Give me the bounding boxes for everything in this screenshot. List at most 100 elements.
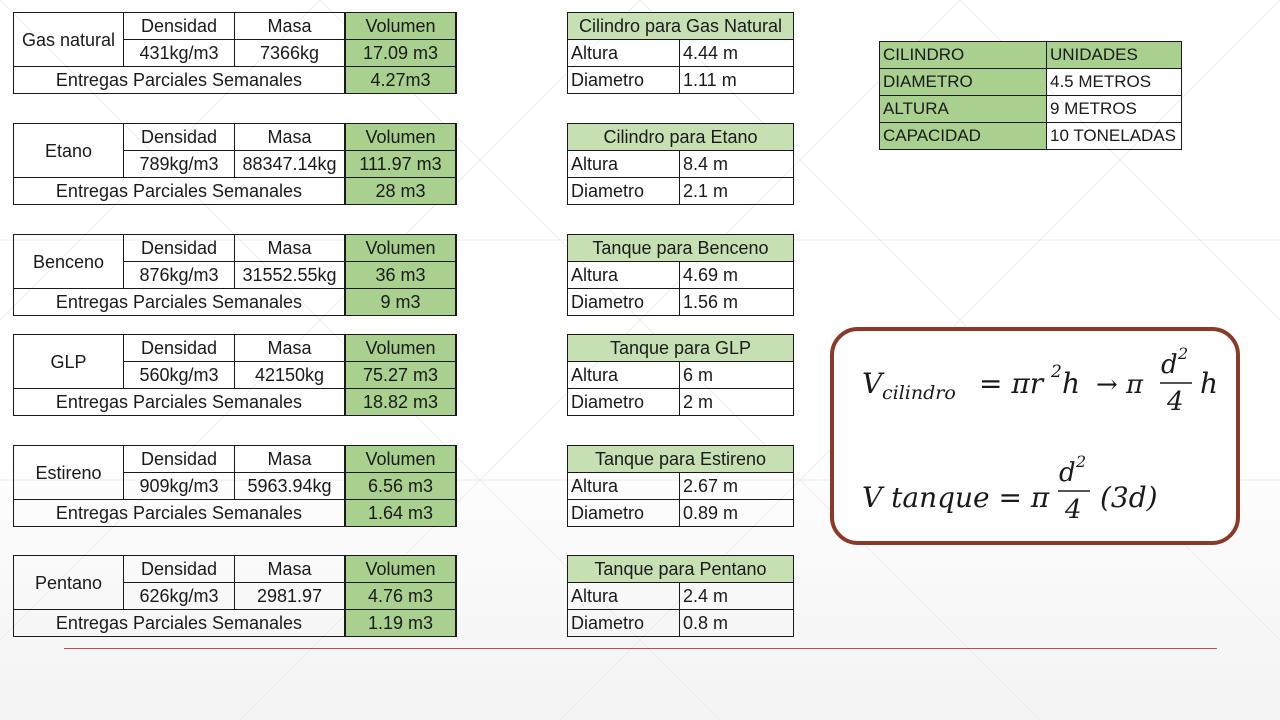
tank-title: Cilindro para Etano <box>567 123 794 151</box>
value-masa: 42150kg <box>234 361 346 389</box>
value-diametro: 1.56 m <box>679 288 794 316</box>
substance-table-3: GLP Densidad Masa Volumen 560kg/m3 42150… <box>13 334 457 416</box>
label-diametro: Diametro <box>567 288 680 316</box>
formula2-tail: (3d) <box>1100 481 1158 514</box>
header-densidad: Densidad <box>123 334 235 362</box>
substance-name: GLP <box>13 334 124 389</box>
substance-name: Etano <box>13 123 124 178</box>
label-altura: Altura <box>567 150 680 178</box>
tank-table-1: Cilindro para Etano Altura 8.4 m Diametr… <box>567 123 794 205</box>
value-volumen: 6.56 m3 <box>344 472 457 500</box>
label-entregas: Entregas Parciales Semanales <box>13 388 346 416</box>
value-volumen: 111.97 m3 <box>344 150 457 178</box>
value-densidad: 431kg/m3 <box>123 39 235 67</box>
header-volumen: Volumen <box>344 445 457 473</box>
formula1-numerator-square: 2 <box>1177 344 1188 363</box>
label-altura: Altura <box>567 261 680 289</box>
label-altura: Altura <box>567 39 680 67</box>
formula1-equals: = πr <box>979 367 1045 400</box>
formula1-arrow: → π <box>1096 370 1144 400</box>
tank-table-0: Cilindro para Gas Natural Altura 4.44 m … <box>567 12 794 94</box>
substance-table-4: Estireno Densidad Masa Volumen 909kg/m3 … <box>13 445 457 527</box>
label-entregas: Entregas Parciales Semanales <box>13 177 346 205</box>
value-densidad: 789kg/m3 <box>123 150 235 178</box>
header-volumen: Volumen <box>344 334 457 362</box>
units-row-key: ALTURA <box>879 95 1047 123</box>
substance-table-1: Etano Densidad Masa Volumen 789kg/m3 883… <box>13 123 457 205</box>
formula2-lhs: V tanque = π <box>862 481 1050 514</box>
header-volumen: Volumen <box>344 123 457 151</box>
label-altura: Altura <box>567 472 680 500</box>
label-diametro: Diametro <box>567 499 680 527</box>
header-masa: Masa <box>234 555 346 583</box>
value-entregas: 28 m3 <box>344 177 457 205</box>
value-entregas: 18.82 m3 <box>344 388 457 416</box>
formula1-tail: h <box>1200 367 1218 400</box>
value-densidad: 876kg/m3 <box>123 261 235 289</box>
formula1-denominator: 4 <box>1166 387 1184 417</box>
substance-table-5: Pentano Densidad Masa Volumen 626kg/m3 2… <box>13 555 457 637</box>
header-masa: Masa <box>234 334 346 362</box>
header-masa: Masa <box>234 12 346 40</box>
tank-title: Tanque para Estireno <box>567 445 794 473</box>
value-entregas: 9 m3 <box>344 288 457 316</box>
formula2-denominator: 4 <box>1064 495 1082 525</box>
label-diametro: Diametro <box>567 177 680 205</box>
units-row-key: DIAMETRO <box>879 68 1047 96</box>
header-volumen: Volumen <box>344 12 457 40</box>
label-diametro: Diametro <box>567 66 680 94</box>
header-masa: Masa <box>234 234 346 262</box>
tank-table-5: Tanque para Pentano Altura 2.4 m Diametr… <box>567 555 794 637</box>
substance-name: Pentano <box>13 555 124 610</box>
label-altura: Altura <box>567 582 680 610</box>
substance-table-2: Benceno Densidad Masa Volumen 876kg/m3 3… <box>13 234 457 316</box>
units-row-key: CAPACIDAD <box>879 122 1047 150</box>
tank-table-2: Tanque para Benceno Altura 4.69 m Diamet… <box>567 234 794 316</box>
formula2-numerator: d <box>1059 458 1076 488</box>
value-altura: 4.69 m <box>679 261 794 289</box>
units-row-value: 10 TONELADAS <box>1046 122 1182 150</box>
units-header-key: CILINDRO <box>879 41 1047 69</box>
tank-title: Cilindro para Gas Natural <box>567 12 794 40</box>
substance-name: Benceno <box>13 234 124 289</box>
value-volumen: 4.76 m3 <box>344 582 457 610</box>
substance-name: Estireno <box>13 445 124 500</box>
value-entregas: 4.27m3 <box>344 66 457 94</box>
value-diametro: 0.8 m <box>679 609 794 637</box>
value-diametro: 1.11 m <box>679 66 794 94</box>
label-diametro: Diametro <box>567 609 680 637</box>
value-densidad: 560kg/m3 <box>123 361 235 389</box>
formula1-h: h <box>1062 367 1080 400</box>
label-entregas: Entregas Parciales Semanales <box>13 288 346 316</box>
units-row-value: 4.5 METROS <box>1046 68 1182 96</box>
header-masa: Masa <box>234 445 346 473</box>
substance-name: Gas natural <box>13 12 124 67</box>
value-altura: 4.44 m <box>679 39 794 67</box>
value-masa: 88347.14kg <box>234 150 346 178</box>
footer-rule <box>64 648 1217 649</box>
header-densidad: Densidad <box>123 12 235 40</box>
formula1-numerator: d <box>1161 350 1178 380</box>
formula1-square: 2 <box>1050 362 1062 382</box>
tank-table-4: Tanque para Estireno Altura 2.67 m Diame… <box>567 445 794 527</box>
units-row-value: 9 METROS <box>1046 95 1182 123</box>
label-diametro: Diametro <box>567 388 680 416</box>
tank-table-3: Tanque para GLP Altura 6 m Diametro 2 m <box>567 334 794 416</box>
value-entregas: 1.19 m3 <box>344 609 457 637</box>
value-altura: 8.4 m <box>679 150 794 178</box>
value-altura: 2.4 m <box>679 582 794 610</box>
value-densidad: 626kg/m3 <box>123 582 235 610</box>
formula1-v: V <box>862 367 885 400</box>
label-entregas: Entregas Parciales Semanales <box>13 66 346 94</box>
header-masa: Masa <box>234 123 346 151</box>
units-header-value: UNIDADES <box>1046 41 1182 69</box>
value-masa: 31552.55kg <box>234 261 346 289</box>
label-entregas: Entregas Parciales Semanales <box>13 499 346 527</box>
cylinder-units-table: CILINDRO UNIDADES DIAMETRO 4.5 METROS AL… <box>879 41 1182 150</box>
value-altura: 6 m <box>679 361 794 389</box>
value-diametro: 2.1 m <box>679 177 794 205</box>
value-masa: 5963.94kg <box>234 472 346 500</box>
header-densidad: Densidad <box>123 123 235 151</box>
header-volumen: Volumen <box>344 234 457 262</box>
tank-title: Tanque para Pentano <box>567 555 794 583</box>
